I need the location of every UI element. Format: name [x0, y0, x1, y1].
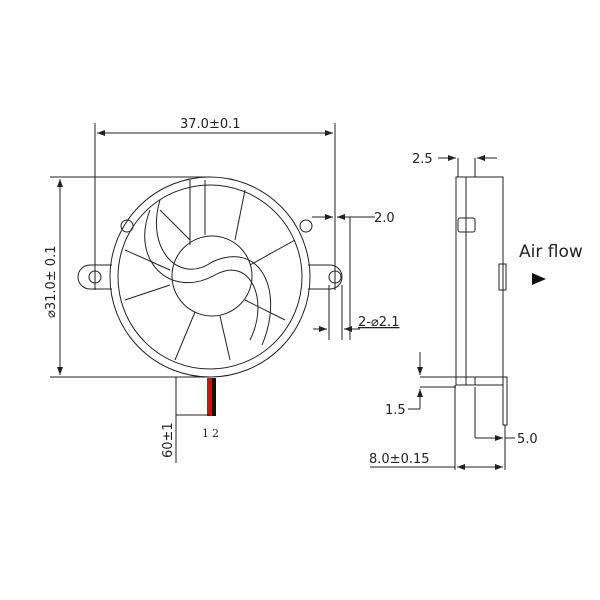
side-view	[370, 158, 515, 470]
mount-hole-right	[308, 264, 343, 290]
hub	[171, 235, 253, 317]
wire-label-1: 1	[202, 427, 209, 440]
dim-ledge: 1.5	[385, 403, 406, 418]
dim-pin: 5.0	[517, 432, 538, 447]
dim-thickness: 8.0±0.15	[369, 452, 430, 467]
dim-lead: 60±1	[161, 422, 176, 458]
inner-frame	[117, 184, 303, 370]
dim-frame: 2.5	[412, 152, 433, 167]
dimension-lines	[50, 123, 375, 463]
wire-red	[207, 378, 212, 416]
wire-black	[212, 378, 216, 416]
front-view: 1 2	[77, 176, 343, 440]
dim-tab: 2.0	[374, 211, 395, 226]
dim-holes: 2-⌀2.1	[358, 315, 399, 330]
dim-diameter: ⌀31.0± 0.1	[44, 246, 59, 318]
airflow-label: Air flow	[519, 242, 583, 262]
dim-width: 37.0±0.1	[180, 117, 241, 132]
wire-label-2: 2	[212, 427, 219, 440]
airflow-arrow-icon	[532, 273, 546, 285]
fan-blades	[124, 180, 296, 361]
pin	[502, 376, 508, 426]
